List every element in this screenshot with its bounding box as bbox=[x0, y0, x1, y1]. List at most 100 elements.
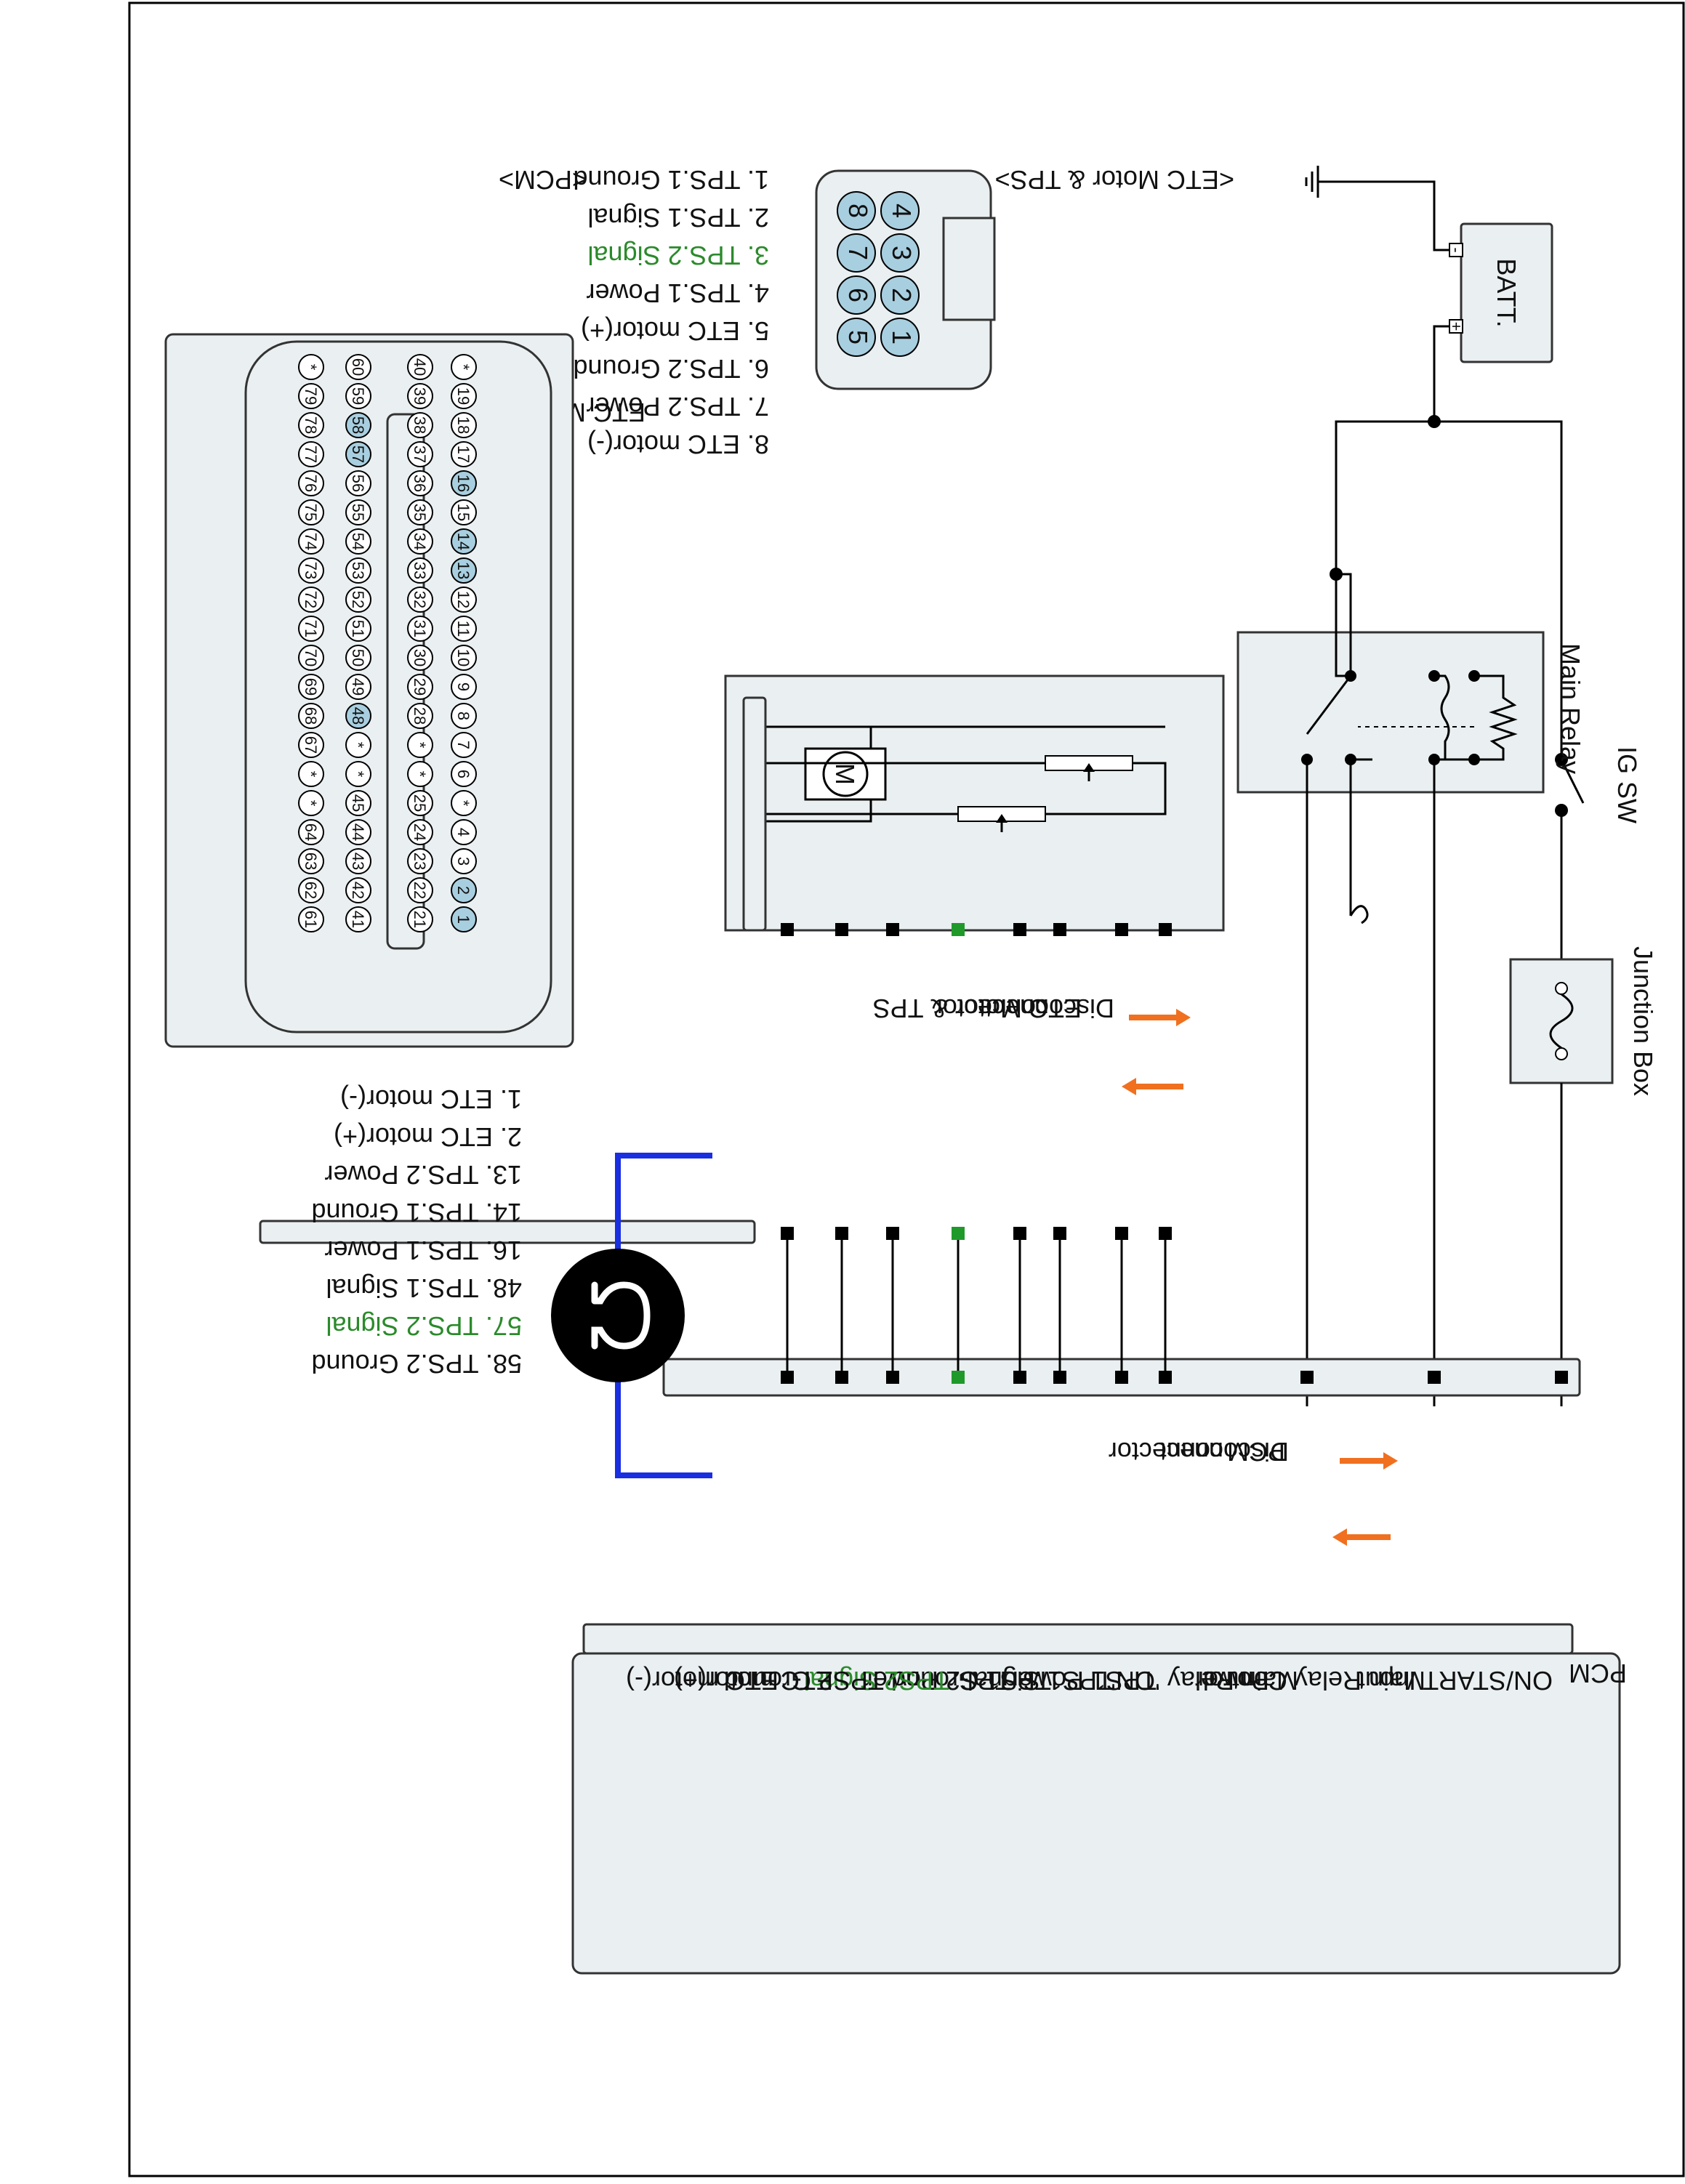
harness-terminal bbox=[1053, 1371, 1066, 1384]
pcm-connector-pins: *191817161514131211109876*43214039383736… bbox=[298, 354, 477, 932]
pcm-pin-number: 24 bbox=[411, 823, 429, 841]
pcm-terminal-label: TPS2 Ground bbox=[724, 1666, 884, 1696]
pcm-pin-number: 1 bbox=[454, 915, 472, 924]
pcm-connector-pin bbox=[298, 587, 324, 613]
pcm-pin-number: 22 bbox=[411, 882, 429, 899]
pcm-connector-pin bbox=[345, 470, 371, 496]
pcm-connector-pin bbox=[451, 557, 477, 584]
pcm-pin-number: 69 bbox=[302, 678, 320, 696]
pcm-pin-number: 78 bbox=[302, 416, 320, 434]
etc-legend-item: 7. TPS.2 Power bbox=[587, 392, 769, 422]
wire-break-symbol bbox=[1349, 905, 1369, 924]
pcm-connector-pin bbox=[451, 848, 477, 874]
pcm-connector-pin bbox=[345, 528, 371, 555]
pcm-pin-number: 52 bbox=[349, 591, 367, 608]
pcm-pin-number: 31 bbox=[411, 620, 429, 637]
ig-switch-label: IG SW bbox=[1612, 746, 1642, 823]
pcm-pin-number: 38 bbox=[411, 416, 429, 434]
disconnect-pcm-line3: connector bbox=[1109, 1437, 1223, 1467]
battery-positive-wire bbox=[1433, 325, 1449, 422]
pcm-connector-pin bbox=[407, 790, 433, 816]
pcm-pin-number: 55 bbox=[349, 504, 367, 521]
pcm-connector-pin bbox=[407, 441, 433, 467]
pcm-pin-number: 10 bbox=[454, 649, 472, 666]
etc-pin-number: 4 bbox=[887, 204, 917, 218]
tps2-signal-terminal bbox=[952, 923, 965, 936]
ground-wire bbox=[1318, 180, 1449, 251]
pcm-terminal-label: TPS1 Ground bbox=[891, 1666, 1051, 1696]
pcm-connector-pin bbox=[345, 383, 371, 409]
relay-contact-blade bbox=[1306, 675, 1352, 735]
pcm-pin-number: 58 bbox=[349, 416, 367, 434]
etc-connector-title: <ETC Motor & TPS> bbox=[995, 165, 1234, 195]
pcm-pin-number: 33 bbox=[411, 562, 429, 579]
disconnect-etc-arrows bbox=[1122, 1009, 1191, 1095]
pcm-pin-number: 73 bbox=[302, 562, 320, 579]
pcm-connector-pin bbox=[345, 732, 371, 758]
pcm-legend-item: 2. ETC motor(+) bbox=[334, 1122, 522, 1152]
disconnect-etc-line3: connector bbox=[934, 994, 1049, 1023]
pcm-pin-number: 75 bbox=[302, 504, 320, 521]
pcm-connector-pin bbox=[345, 441, 371, 467]
pcm-connector-pin bbox=[407, 674, 433, 700]
etc-pin-number: 8 bbox=[843, 204, 873, 218]
pcm-connector-pin bbox=[298, 703, 324, 729]
battery-plus-sign: + bbox=[1447, 322, 1465, 331]
harness-terminal bbox=[1555, 1371, 1568, 1384]
pcm-connector-pin bbox=[451, 645, 477, 671]
pcm-connector-pin bbox=[345, 616, 371, 642]
pcm-pin-number: * bbox=[454, 800, 472, 807]
wire bbox=[1336, 573, 1352, 676]
pcm-connector-pin bbox=[345, 906, 371, 932]
pcm-pin-number: 7 bbox=[454, 741, 472, 749]
pcm-connector-pin bbox=[451, 441, 477, 467]
harness-terminal bbox=[1159, 1227, 1172, 1240]
relay-terminal bbox=[1428, 670, 1440, 682]
pcm-connector-pin bbox=[298, 906, 324, 932]
pcm-connector-pin bbox=[451, 412, 477, 438]
pcm-connector-pin bbox=[298, 732, 324, 758]
module-terminal bbox=[886, 923, 899, 936]
pcm-legend-item: 14. TPS.1 Ground bbox=[311, 1198, 522, 1228]
pcm-pin-number: 67 bbox=[302, 736, 320, 754]
etc-pin-number: 5 bbox=[843, 330, 873, 344]
tps1-potentiometer bbox=[1045, 755, 1133, 781]
pcm-pin-number: 37 bbox=[411, 446, 429, 463]
pcm-terminal-label: ETC motor(+) bbox=[674, 1666, 833, 1696]
pcm-pin-number: 29 bbox=[411, 678, 429, 696]
etc-connector-pin bbox=[837, 191, 876, 230]
ig-switch-blade bbox=[1560, 759, 1585, 804]
pcm-pin-number: 72 bbox=[302, 591, 320, 608]
pcm-connector-pin bbox=[451, 528, 477, 555]
ig-feed-wire bbox=[1434, 420, 1563, 676]
pcm-terminal-label: TPS1 Signal bbox=[968, 1666, 1113, 1696]
pcm-pin-number: * bbox=[349, 771, 367, 778]
pcm-pin-number: 54 bbox=[349, 533, 367, 550]
pcm-pin-number: 28 bbox=[411, 707, 429, 725]
pcm-terminal-label: TPS1 Power bbox=[1010, 1666, 1157, 1696]
etc-connector-latch bbox=[942, 217, 996, 321]
pcm-connector-pin bbox=[298, 470, 324, 496]
pcm-connector-pin bbox=[407, 383, 433, 409]
pcm-pin-number: 15 bbox=[454, 504, 472, 521]
relay-coil-symbol bbox=[1474, 674, 1518, 761]
pcm-connector-pin bbox=[345, 674, 371, 700]
pcm-connector-title: <PCM> bbox=[499, 165, 587, 195]
pcm-pin-number: 51 bbox=[349, 620, 367, 637]
pcm-connector-pin bbox=[345, 877, 371, 903]
ground-symbol bbox=[1305, 166, 1319, 198]
pcm-terminal-label: TPS2 Signal bbox=[804, 1666, 949, 1696]
pcm-legend-item: 16. TPS.1 Power bbox=[325, 1236, 522, 1265]
pcm-terminal-label: ETC motor(-) bbox=[626, 1666, 779, 1696]
fuse-symbol bbox=[1549, 993, 1574, 1049]
etc-pin-number: 1 bbox=[887, 330, 917, 344]
pcm-connector-pin bbox=[407, 877, 433, 903]
harness-terminal bbox=[781, 1227, 794, 1240]
omega-symbol bbox=[591, 1281, 651, 1350]
pcm-pin-number: 79 bbox=[302, 387, 320, 405]
pcm-connector-pin bbox=[298, 674, 324, 700]
etc-connector-pin bbox=[880, 275, 920, 315]
pcm-pin-number: * bbox=[302, 364, 320, 371]
rotated-diagram: BATT. - + IG SW Junction bbox=[164, 165, 1658, 1975]
pcm-pin-number: 57 bbox=[349, 446, 367, 463]
